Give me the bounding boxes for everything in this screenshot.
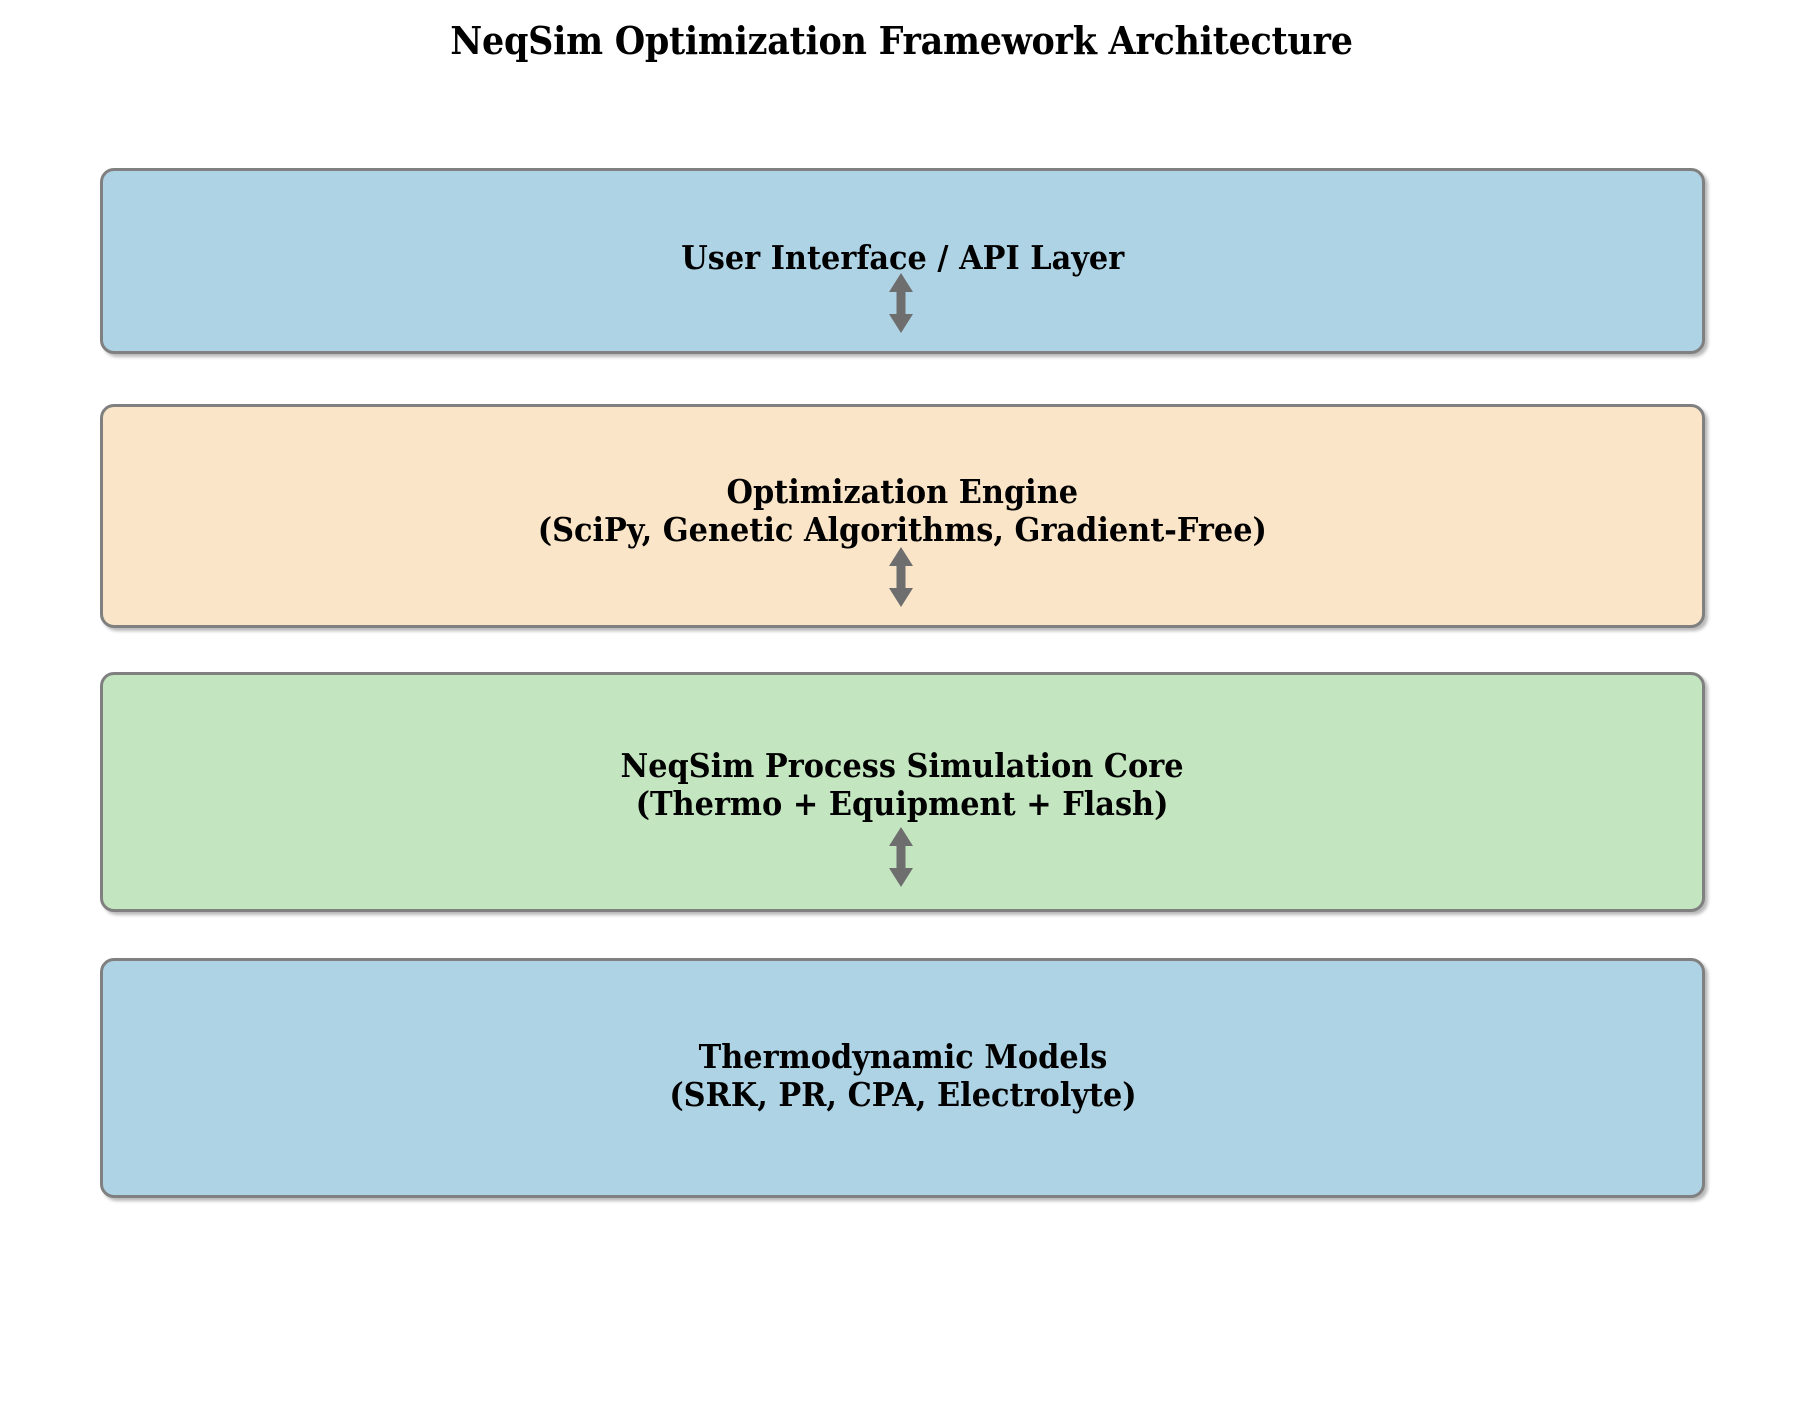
connector-ui-to-optimizer-icon: [884, 272, 918, 334]
layer-label-user-interface-api-layer: User Interface / API Layer: [681, 237, 1124, 277]
connector-optimizer-to-core-icon: [884, 546, 918, 608]
layer-box-thermodynamic-models[interactable]: Thermodynamic Models (SRK, PR, CPA, Elec…: [100, 958, 1705, 1198]
layer-label-thermodynamic-models: Thermodynamic Models (SRK, PR, CPA, Elec…: [668, 1036, 1137, 1114]
layer-label-neqsim-process-simulation-core: NeqSim Process Simulation Core (Thermo +…: [620, 745, 1185, 823]
layer-box-optimization-engine[interactable]: Optimization Engine (SciPy, Genetic Algo…: [100, 404, 1705, 628]
connector-core-to-thermo-icon: [884, 826, 918, 888]
page-title: NeqSim Optimization Framework Architectu…: [450, 18, 1353, 63]
layer-label-optimization-engine: Optimization Engine (SciPy, Genetic Algo…: [537, 471, 1268, 549]
